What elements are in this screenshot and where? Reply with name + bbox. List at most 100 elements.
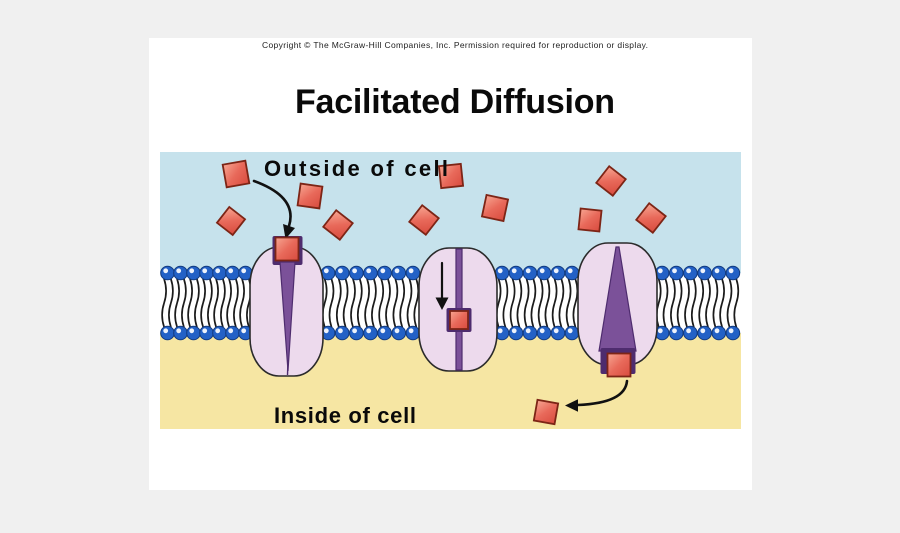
lipid-head-highlight (672, 268, 677, 274)
lipid-head-highlight (728, 328, 734, 334)
molecule-square-shape (407, 203, 441, 237)
lipid-tail (551, 278, 558, 328)
lipid-head-highlight (338, 328, 343, 334)
lipid-tail (698, 278, 705, 328)
molecule-square-shape (577, 207, 603, 233)
lipid-head-icon (349, 325, 364, 341)
lipid-tail (385, 278, 391, 328)
lipid-head-highlight (657, 268, 663, 274)
lipid-head-icon (550, 265, 566, 281)
lipid-head-highlight (366, 328, 372, 334)
lipid-tail (662, 278, 669, 328)
lipid-head-highlight (394, 328, 400, 334)
arrowhead-down-icon (283, 224, 295, 239)
lipid-head-icon (391, 325, 407, 341)
lipid-head-highlight (366, 268, 372, 274)
arrow-into-channel (252, 179, 295, 239)
lipid-head-highlight (511, 268, 517, 274)
lipid-head-icon (536, 325, 552, 341)
lipid-head-highlight (202, 268, 208, 274)
molecule-square (480, 193, 510, 223)
lipid-head-highlight (728, 268, 734, 274)
lipid-head-highlight (714, 268, 720, 274)
molecule-square-shape (221, 159, 251, 189)
lipid-tail (328, 278, 335, 328)
lipid-tail (712, 278, 719, 328)
lipid-tail (181, 278, 187, 328)
lipid-head-icon (212, 265, 227, 281)
lipid-tail (350, 278, 356, 328)
lipid-head-highlight (189, 328, 195, 334)
lipid-head-icon (711, 265, 727, 281)
molecule-square-shape (449, 310, 469, 330)
molecule-square-shape (532, 398, 560, 426)
molecule-square (606, 352, 632, 378)
molecule-square (296, 182, 324, 210)
lipid-head-icon (508, 265, 524, 281)
lipid-head-highlight (176, 328, 182, 334)
lipid-head-highlight (380, 328, 386, 334)
lipid-head-icon (405, 325, 421, 341)
lipid-tail (530, 278, 537, 328)
molecule-square-shape (437, 162, 465, 190)
molecule-square-shape (296, 182, 324, 210)
lipid-tail (200, 278, 206, 328)
lipid-head-icon (334, 325, 350, 341)
molecule-square (215, 205, 247, 237)
molecule-square-shape (274, 236, 300, 262)
lipid-head-highlight (700, 268, 706, 274)
lipid-head-icon (320, 265, 336, 281)
lipid-tail (378, 278, 385, 328)
lipid-head-highlight (202, 328, 208, 334)
lipid-tail (544, 278, 551, 328)
lipid-tail (335, 278, 342, 328)
channel-protein-transit (418, 247, 498, 372)
lipid-head-highlight (700, 328, 706, 334)
lipid-head-icon (349, 265, 364, 281)
lipid-tail (565, 278, 572, 328)
lipid-head-icon (522, 325, 538, 341)
arrow-curve (252, 179, 292, 228)
molecule-square (274, 236, 300, 262)
lipid-head-icon (522, 265, 538, 281)
molecule-square (437, 162, 465, 190)
lipid-head-highlight (380, 268, 386, 274)
lipid-head-highlight (215, 328, 221, 334)
lipid-head-icon (564, 265, 580, 281)
lipid-tail (187, 278, 193, 328)
lipid-tail (690, 278, 697, 328)
lipid-head-icon (225, 265, 240, 281)
lipid-head-highlight (539, 328, 545, 334)
molecule-square (634, 201, 668, 235)
lipid-head-highlight (567, 268, 573, 274)
lipid-tail (676, 278, 683, 328)
outside-of-cell-label: Outside of cell (264, 156, 448, 181)
lipid-head-icon (508, 325, 524, 341)
lipid-head-icon (697, 265, 712, 281)
lipid-head-icon (173, 325, 188, 341)
lipid-head-icon (391, 265, 407, 281)
lipid-head-icon (494, 265, 510, 281)
lipid-tail (342, 278, 349, 328)
lipid-head-icon (683, 325, 698, 341)
lipid-head-highlight (163, 328, 169, 334)
lipid-tail (705, 278, 711, 328)
lipid-head-icon (711, 325, 727, 341)
lipid-tail (233, 278, 239, 328)
lipid-head-highlight (686, 268, 691, 274)
copyright-text: Copyright © The McGraw-Hill Companies, I… (262, 40, 648, 50)
diagram: Outside of cell Inside of cell (160, 152, 741, 429)
lipid-head-icon (564, 325, 580, 341)
molecule-square-shape (634, 201, 668, 235)
lipid-head-icon (334, 265, 350, 281)
lipid-head-icon (377, 265, 392, 281)
lipid-head-icon (669, 325, 684, 341)
inside-of-cell-label: Inside of cell (274, 403, 416, 428)
lipid-head-highlight (228, 268, 234, 274)
lipid-head-highlight (241, 268, 247, 274)
lipid-head-highlight (497, 268, 503, 274)
lipid-head-highlight (714, 328, 720, 334)
lipid-tail (239, 278, 245, 328)
lipid-head-highlight (352, 268, 357, 274)
